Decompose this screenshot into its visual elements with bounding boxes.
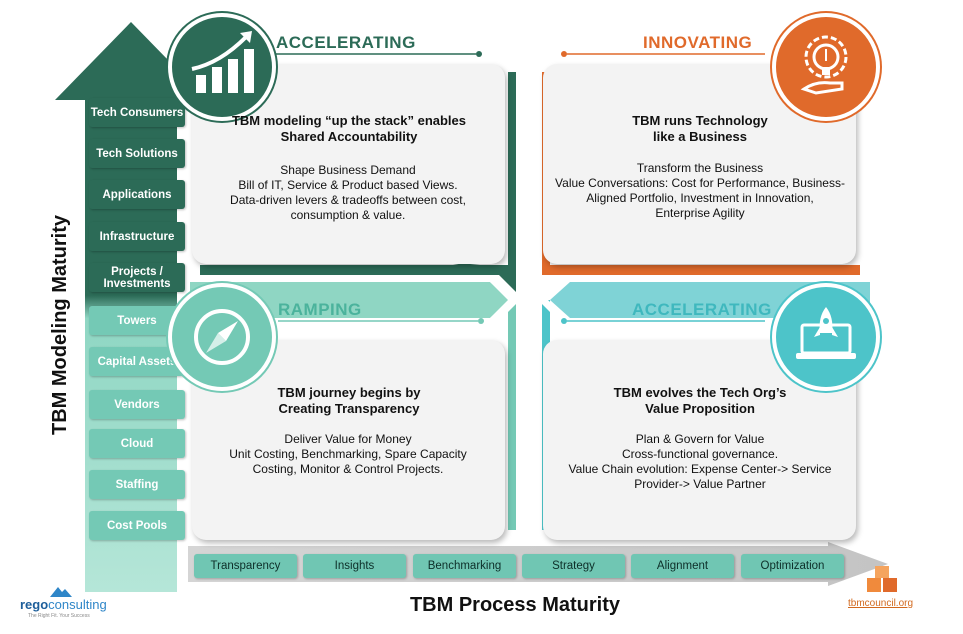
process-stage-item: Benchmarking [413, 554, 516, 578]
process-stage-item: Transparency [194, 554, 297, 578]
y-axis-title: TBM Modeling Maturity [49, 215, 71, 435]
modeling-level-item: Projects / Investments [89, 263, 185, 292]
tbm-council-mark-icon [867, 566, 897, 592]
mountain-logo-icon [50, 587, 72, 597]
bottom-right-label-underline [561, 318, 765, 324]
modeling-level-item: Infrastructure [89, 222, 185, 251]
modeling-level-item: Applications [89, 180, 185, 209]
rego-name-part1: rego [20, 597, 49, 612]
quadrant-top-left-body: Shape Business Demand Bill of IT, Servic… [230, 163, 466, 222]
quadrant-top-left-label: ACCELERATING [276, 33, 416, 52]
modeling-level-item: Capital Assets [89, 347, 185, 376]
modeling-level-item: Tech Consumers [89, 98, 185, 127]
x-axis-title: TBM Process Maturity [409, 594, 621, 616]
modeling-level-item: Tech Solutions [89, 139, 185, 168]
process-stage-item: Optimization [741, 554, 844, 578]
lightbulb-gear-icon [800, 35, 848, 95]
quadrant-top-right-heading: TBM runs Technology like a Business [632, 113, 768, 144]
quadrant-top-left-icon-badge [168, 13, 276, 121]
modeling-level-item: Cost Pools [89, 511, 185, 540]
quadrant-bottom-right-body: Plan & Govern for Value Cross-functional… [568, 432, 832, 491]
modeling-level-item: Vendors [89, 390, 185, 419]
process-stage-item: Alignment [631, 554, 734, 578]
tbm-council-name[interactable]: tbmcouncil.org [848, 598, 914, 609]
quadrant-bottom-left-body: Deliver Value for Money Unit Costing, Be… [229, 432, 467, 476]
rego-name-part2: consulting [48, 597, 107, 612]
quadrant-top-right-icon-badge [772, 13, 880, 121]
modeling-level-item: Staffing [89, 470, 185, 499]
quadrant-top-right-label: INNOVATING [643, 33, 753, 52]
quadrant-bottom-left-heading: TBM journey begins by Creating Transpare… [277, 385, 421, 416]
compass-icon [194, 309, 250, 365]
rocket-laptop-icon [796, 307, 856, 359]
quadrant-bottom-left-label: RAMPING [278, 300, 362, 319]
quadrant-top-right-body: Transform the Business Value Conversatio… [555, 161, 845, 220]
growth-chart-icon [191, 31, 254, 93]
quadrant-bottom-right-label: ACCELERATING [632, 300, 772, 319]
modeling-level-item: Cloud [89, 429, 185, 458]
top-right-label-underline [561, 51, 765, 57]
quadrant-bottom-right-heading: TBM evolves the Tech Org’s Value Proposi… [613, 385, 787, 416]
quadrant-top-left-heading: TBM modeling “up the stack” enables Shar… [231, 113, 467, 144]
process-stage-item: Strategy [522, 554, 625, 578]
quadrant-bottom-left-icon-badge [168, 283, 276, 391]
rego-tagline: The Right Fit. Your Success [28, 613, 90, 619]
bottom-left-label-underline [278, 318, 484, 324]
process-stage-item: Insights [303, 554, 406, 578]
quadrant-bottom-right-icon-badge [772, 283, 880, 391]
top-left-label-underline [276, 51, 482, 57]
